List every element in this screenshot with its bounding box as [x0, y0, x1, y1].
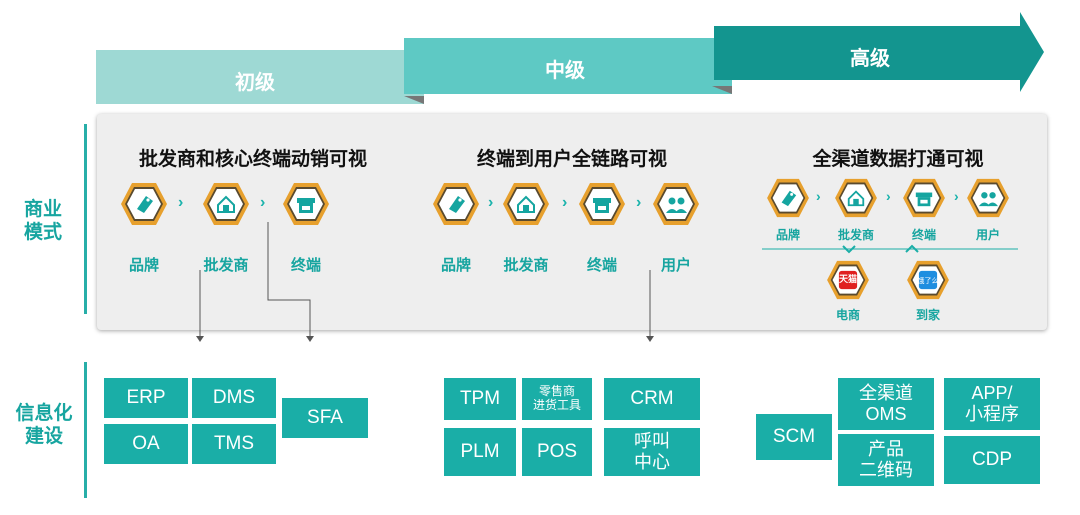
stage-1-label: 初级	[235, 72, 275, 94]
chevron-up-icon	[905, 244, 919, 253]
system-oa: OA	[104, 424, 188, 464]
system-app-miniprogram: APP/ 小程序	[944, 378, 1040, 430]
system-crm: CRM	[604, 378, 700, 420]
arrowhead-2	[306, 336, 314, 342]
system-omni-oms: 全渠道 OMS	[838, 378, 934, 430]
chevron-right-icon: ›	[488, 194, 494, 211]
brand-tag-icon	[766, 178, 810, 218]
chevron-right-icon: ›	[562, 194, 568, 211]
label-brand: 品牌	[440, 257, 471, 274]
stage-1-fold	[404, 96, 424, 104]
chevron-down-icon	[842, 245, 856, 254]
brand-tag-icon	[432, 182, 480, 226]
eleme-icon	[906, 260, 950, 300]
system-plm: PLM	[444, 428, 516, 476]
brand-tag-icon	[120, 182, 168, 226]
label-user: 用户	[660, 257, 691, 274]
system-cdp: CDP	[944, 436, 1040, 484]
system-call-center: 呼叫 中心	[604, 428, 700, 476]
stage-3-label: 高级	[850, 48, 890, 70]
chevron-right-icon: ›	[178, 194, 184, 211]
business-model-label: 商业 模式	[23, 199, 62, 243]
wholesaler-house-icon	[502, 182, 550, 226]
business-panel	[97, 114, 1047, 330]
eleme-logo-text: 饿了么	[917, 278, 939, 285]
stage-3-shape	[714, 12, 1044, 92]
system-erp: ERP	[104, 378, 188, 418]
label-terminal: 终端	[586, 257, 617, 274]
chevron-right-icon: ›	[954, 188, 959, 204]
section-3-title: 全渠道数据打通可视	[812, 149, 984, 170]
label-terminal: 终端	[911, 228, 936, 242]
label-terminal: 终端	[290, 257, 321, 274]
label-wholesaler: 批发商	[203, 257, 249, 274]
stage-1-shape	[96, 50, 424, 104]
section-2-title: 终端到用户全链路可视	[476, 149, 667, 170]
system-product-qrcode: 产品 二维码	[838, 434, 934, 486]
label-wholesaler: 批发商	[837, 228, 874, 242]
stage-2-shape	[404, 38, 732, 94]
it-construction-label: 信息化 建设	[15, 403, 73, 447]
users-icon	[966, 178, 1010, 218]
store-icon	[282, 182, 330, 226]
label-user: 用户	[975, 228, 1000, 242]
label-brand: 品牌	[775, 228, 800, 242]
users-icon	[652, 182, 700, 226]
tmall-logo-text: 天猫	[838, 274, 857, 284]
chevron-right-icon: ›	[886, 188, 891, 204]
wholesaler-house-icon	[834, 178, 878, 218]
stage-2-fold	[712, 86, 732, 94]
arrowhead-1	[196, 336, 204, 342]
system-tpm: TPM	[444, 378, 516, 420]
chevron-right-icon: ›	[260, 194, 266, 211]
label-home-delivery: 到家	[915, 308, 940, 322]
chevron-right-icon: ›	[816, 188, 821, 204]
store-icon	[578, 182, 626, 226]
system-dms: DMS	[192, 378, 276, 418]
label-wholesaler: 批发商	[503, 257, 549, 274]
chevron-right-icon: ›	[636, 194, 642, 211]
system-pos: POS	[522, 428, 592, 476]
system-sfa: SFA	[282, 398, 368, 438]
system-tms: TMS	[192, 424, 276, 464]
connector-terminal	[267, 222, 311, 338]
stage-arrows	[96, 12, 1044, 104]
system-scm: SCM	[756, 414, 832, 460]
arrowhead-3	[646, 336, 654, 342]
info-bar	[84, 362, 87, 498]
wholesaler-house-icon	[202, 182, 250, 226]
stage-2-label: 中级	[545, 60, 585, 82]
tmall-icon	[826, 260, 870, 300]
connectors	[196, 222, 1018, 342]
label-brand: 品牌	[128, 257, 159, 274]
section-1-title: 批发商和核心终端动销可视	[138, 149, 367, 170]
system-retail-tool: 零售商 进货工具	[522, 378, 592, 420]
business-bar	[84, 124, 87, 314]
label-ecommerce: 电商	[835, 308, 860, 322]
store-icon	[902, 178, 946, 218]
